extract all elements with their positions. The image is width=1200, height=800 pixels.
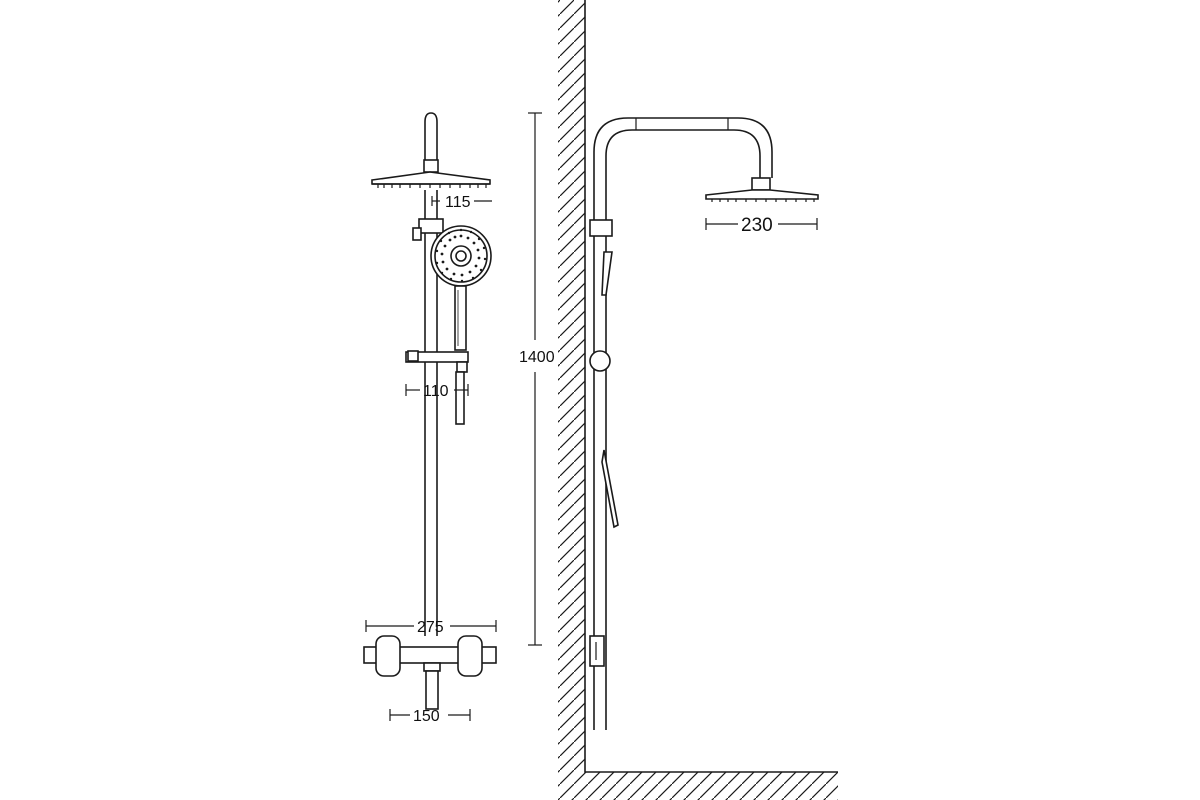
- dim-total-height: 1400: [519, 349, 555, 366]
- front-hose: [455, 371, 465, 425]
- front-mixer: [363, 635, 497, 710]
- dim-inlet-centers: 150: [413, 708, 440, 725]
- wall-and-floor: [558, 0, 838, 800]
- side-riser-inner: [605, 129, 761, 730]
- side-handshower-lower: [601, 449, 619, 529]
- front-head-connector: [423, 159, 439, 173]
- side-riser-outer: [593, 117, 773, 730]
- side-mixer-body: [589, 635, 605, 667]
- front-dimension-lines: [365, 112, 542, 721]
- side-dimension-lines: [705, 218, 818, 230]
- front-upper-bracket: [418, 218, 444, 234]
- side-head-connector: [751, 177, 771, 191]
- side-handshower-upper: [601, 251, 613, 296]
- dim-head-diameter: 230: [741, 215, 773, 236]
- dim-head-outlet: 115: [445, 194, 471, 211]
- side-view: [589, 117, 819, 730]
- front-rain-head: [371, 171, 491, 188]
- front-shower-arm: [424, 112, 438, 160]
- dim-handshower-offset: 110: [423, 383, 449, 400]
- side-rain-head: [705, 189, 819, 202]
- side-slider-knob: [589, 350, 611, 372]
- front-hand-shower: [430, 225, 492, 351]
- dim-mixer-width: 275: [417, 619, 444, 636]
- side-upper-bracket: [589, 219, 613, 237]
- front-view: [363, 112, 497, 710]
- front-slide-holder: [405, 350, 469, 373]
